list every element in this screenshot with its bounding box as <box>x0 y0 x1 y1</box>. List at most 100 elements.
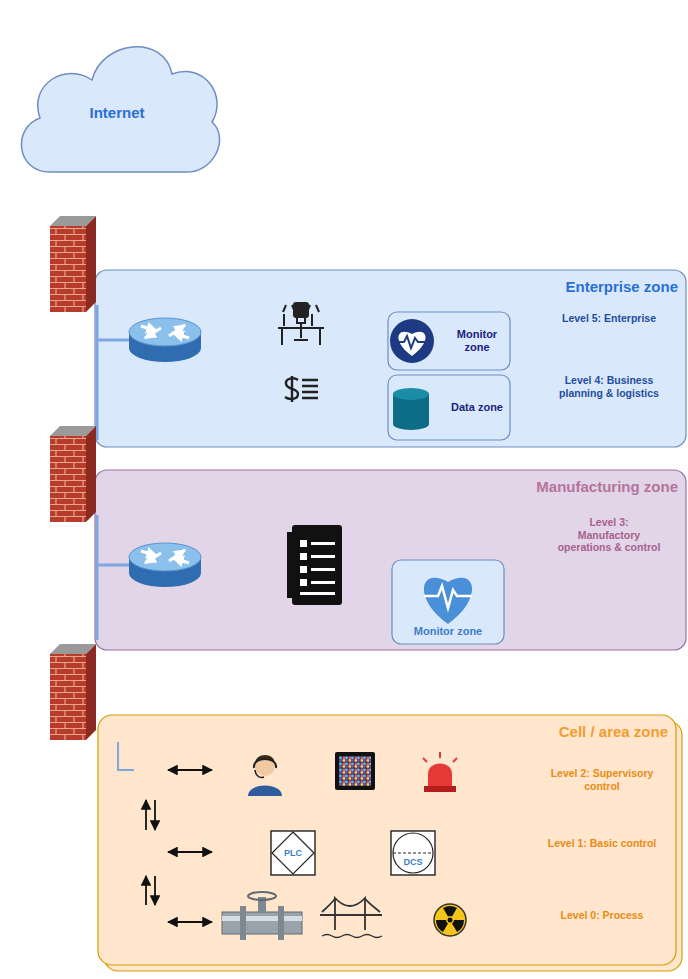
firewall-icon <box>50 426 96 522</box>
bridge-icon <box>322 898 380 912</box>
node-label: Internet <box>89 104 144 122</box>
node-label: Monitor zone <box>446 328 508 354</box>
firewall-icon <box>86 216 96 312</box>
cloud-shape <box>21 47 219 172</box>
plc-symbol: PLC <box>270 830 316 876</box>
firewall-icon <box>86 426 96 522</box>
flow-arrow <box>168 921 212 923</box>
flow-arrow <box>168 851 212 853</box>
bridge-icon <box>320 898 382 938</box>
router-icon <box>129 318 201 346</box>
pipe-valve-icon <box>240 906 246 940</box>
radiation-icon <box>434 904 466 936</box>
pipe-valve-icon <box>248 892 276 900</box>
flow-arrow <box>154 800 156 830</box>
alarm-beacon-icon <box>439 752 441 758</box>
work-order-icon <box>292 525 342 605</box>
work-order-icon <box>311 542 335 545</box>
database-icon <box>393 388 429 400</box>
text-slot: DCS <box>390 853 436 871</box>
router-icon <box>129 543 201 571</box>
monitor-badge-icon <box>390 319 434 363</box>
node-label: Level 4: Business planning & logistics <box>557 374 661 399</box>
text-slot: Internet <box>8 22 226 190</box>
pipe-valve-icon <box>222 892 302 940</box>
radiation-icon <box>448 918 453 923</box>
database-icon <box>393 388 429 430</box>
work-order-icon <box>311 581 335 584</box>
dcs-divider <box>393 853 433 854</box>
data-zone-box: Data zone <box>388 375 510 440</box>
bridge-icon <box>320 914 382 916</box>
text-slot: Level 0: Process <box>546 909 658 922</box>
work-order-icon <box>300 579 307 586</box>
text-slot: Enterprise zone <box>455 278 678 296</box>
operator-icon <box>254 759 276 768</box>
text-slot: Level 4: Business planning & logistics <box>557 374 661 399</box>
finance-icon <box>285 376 318 402</box>
manufacturing-band-fill <box>95 470 686 650</box>
router-icon <box>129 543 201 587</box>
radiation-icon <box>443 906 457 916</box>
monitor-heart-icon <box>424 578 472 624</box>
work-order-icon <box>287 532 293 598</box>
flow-arrow <box>146 770 212 922</box>
firewall-icon <box>86 644 96 740</box>
office-desk-icon <box>278 303 324 345</box>
alarm-beacon-icon <box>423 752 457 792</box>
monitor-box-fill <box>392 560 504 644</box>
node-label: Level 1: Basic control <box>548 837 657 850</box>
node-label: Level 0: Process <box>561 909 644 922</box>
node-label: DCS <box>403 857 422 868</box>
enterprise-band-fill <box>95 270 686 447</box>
office-desk-icon <box>294 303 308 317</box>
flow-arrow <box>154 876 156 905</box>
dcs-symbol: DCS <box>390 830 436 876</box>
manufacturing-zone-band: Manufacturing zoneLevel 3: Manufactory o… <box>95 470 686 650</box>
hmi-screen-icon <box>335 752 375 790</box>
database-icon <box>393 418 429 430</box>
router-icon <box>169 325 185 336</box>
monitor-box-fill <box>388 312 510 370</box>
node-label: PLC <box>284 848 302 859</box>
router-icon <box>169 550 185 561</box>
text-slot: Monitor zone <box>392 622 504 642</box>
router-icon <box>141 550 189 563</box>
text-slot: Cell / area zone <box>418 723 668 741</box>
router-icon <box>173 333 189 338</box>
router-icon <box>129 318 201 362</box>
alarm-beacon-icon <box>428 764 452 787</box>
zone-title: Cell / area zone <box>559 723 668 741</box>
internet-cloud: Internet <box>8 22 226 190</box>
enterprise-zone-band: Enterprise zoneLevel 5: EnterpriseLevel … <box>95 270 686 447</box>
alarm-beacon-icon <box>424 786 456 792</box>
router-icon <box>145 328 161 338</box>
operator-icon <box>248 755 282 796</box>
text-slot: Level 1: Basic control <box>546 837 658 850</box>
radiation-icon <box>452 920 464 932</box>
monitor-box-fill <box>388 312 510 644</box>
monitor-heart-icon <box>424 578 472 624</box>
firewall-icon <box>50 216 96 312</box>
dcs-symbol-outline <box>390 830 436 876</box>
node-label: Level 2: Supervisory control <box>546 767 658 792</box>
text-slot: Data zone <box>446 375 508 440</box>
network-wire <box>97 305 134 770</box>
cell-area-zone-band: Cell / area zoneLevel 2: Supervisory con… <box>98 715 676 965</box>
work-order-icon <box>311 555 335 558</box>
zone-title: Enterprise zone <box>565 278 678 296</box>
cell-band-fill <box>98 715 682 971</box>
dcs-frame <box>391 831 435 875</box>
dcs-circle <box>393 833 433 873</box>
alarm-beacon-icon <box>423 758 427 762</box>
router-icon <box>145 553 161 563</box>
text-slot: Level 3: Manufactory operations & contro… <box>557 516 661 554</box>
network-wire <box>97 515 129 640</box>
router-icon <box>173 558 189 563</box>
text-slot: Level 2: Supervisory control <box>546 767 658 792</box>
bridge-icon <box>322 935 382 938</box>
firewall-icon <box>50 436 86 522</box>
radiation-icon <box>434 904 466 936</box>
hmi-screen-icon <box>335 752 375 790</box>
